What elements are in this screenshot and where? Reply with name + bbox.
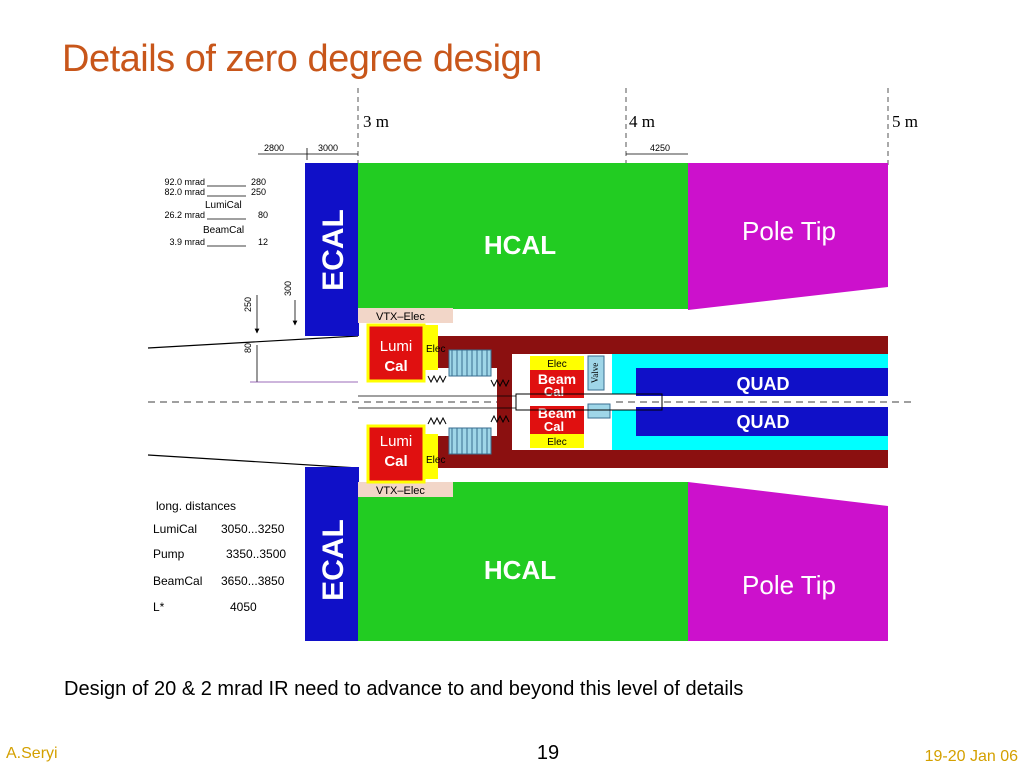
slide-title: Details of zero degree design (62, 38, 542, 80)
angle-val-1: 280 (251, 177, 266, 187)
pump-bottom (448, 427, 492, 455)
ecal-top-label: ECAL (317, 209, 350, 291)
hcal-bottom-label: HCAL (484, 555, 556, 585)
cyan-region-top (612, 354, 888, 394)
bellows (427, 374, 510, 426)
dim-vertical (250, 295, 358, 383)
angle-val-3: 80 (258, 210, 268, 220)
dim-top (258, 148, 688, 160)
beamcal-bottom-label-1: Beam (538, 405, 576, 421)
hcal-top-label: HCAL (484, 230, 556, 260)
long-dist-name-2: Pump (153, 547, 185, 561)
lumical-top (366, 323, 426, 383)
footer-date: 19-20 Jan 06 (924, 748, 1018, 765)
angle-val-2: 250 (251, 187, 266, 197)
beamcal-top-elec-label: Elec (547, 359, 566, 370)
long-dist-name-3: BeamCal (153, 574, 202, 588)
beamcal-top (530, 370, 584, 398)
vtx-elec-top (358, 308, 453, 323)
ecal-bottom (305, 467, 359, 641)
angle-label-beamcal: BeamCal (203, 225, 244, 236)
dim-300: 300 (283, 281, 293, 296)
pump-top (448, 349, 492, 377)
beam-lines (147, 335, 359, 469)
scale-label-5m: 5 m (892, 112, 918, 131)
angle-mrad-1: 92.0 mrad (164, 177, 205, 187)
angle-table (207, 185, 246, 247)
beamcal-top-label-2: Cal (544, 384, 564, 399)
valve-base (587, 403, 611, 419)
footer-page-number: 19 (536, 742, 560, 764)
angle-val-4: 12 (258, 237, 268, 247)
angle-mrad-4: 3.9 mrad (169, 237, 205, 247)
hcal-bottom (358, 482, 689, 641)
long-dist-name-4: L* (153, 600, 165, 614)
beamcal-top-label-1: Beam (538, 371, 576, 387)
beamcal-bottom-elec (530, 434, 584, 448)
angle-mrad-3: 26.2 mrad (164, 210, 205, 220)
pole-tip-top (688, 163, 888, 310)
vtx-elec-bottom-label: VTX–Elec (376, 485, 425, 497)
beamcal-bottom-elec-label: Elec (547, 437, 566, 448)
dim-2800: 2800 (264, 143, 284, 153)
lumical-bottom (366, 424, 426, 484)
long-dist-range-4: 4050 (230, 600, 257, 614)
pole-tip-top-label: Pole Tip (742, 216, 836, 246)
dim-3000: 3000 (318, 143, 338, 153)
pole-tip-bottom (688, 482, 888, 641)
quad-top-label: QUAD (737, 374, 790, 394)
quad-top (636, 368, 888, 396)
beamcal-bottom (530, 406, 584, 434)
ecal-top (305, 163, 359, 336)
dim-4250: 4250 (650, 143, 670, 153)
lumical-top-label-2: Cal (384, 358, 407, 375)
dim-250: 250 (243, 297, 253, 312)
quad-bottom-label: QUAD (737, 412, 790, 432)
lumical-top-elec (424, 325, 438, 370)
angle-mrad-2: 82.0 mrad (164, 187, 205, 197)
long-dist-range-2: 3350..3500 (226, 547, 286, 561)
scale-lines (357, 88, 889, 168)
cyan-region-bottom (612, 410, 888, 450)
long-dist-range-3: 3650...3850 (221, 574, 285, 588)
lumical-top-label-1: Lumi (380, 338, 413, 355)
vtx-elec-top-label: VTX–Elec (376, 311, 425, 323)
hcal-top (358, 163, 689, 309)
lumical-bottom-elec-label: Elec (426, 455, 445, 466)
lumical-bottom-elec (424, 434, 438, 479)
vtx-elec-bottom (358, 482, 453, 497)
scale-label-4m: 4 m (629, 112, 655, 131)
dim-80: 80 (243, 343, 253, 353)
scale-label-3m: 3 m (363, 112, 389, 131)
footer-author: A.Seryi (6, 745, 58, 762)
pole-tip-bottom-label: Pole Tip (742, 570, 836, 600)
beamcal-top-elec (530, 356, 584, 370)
angle-label-lumical: LumiCal (205, 200, 242, 211)
long-dist-range-1: 3050...3250 (221, 522, 285, 536)
long-dist-name-1: LumiCal (153, 522, 197, 536)
lumical-top-elec-label: Elec (426, 344, 445, 355)
long-distances-heading: long. distances (156, 499, 236, 513)
valve-label: Valve (590, 363, 600, 384)
valve (587, 355, 605, 391)
beam-pipe (358, 393, 663, 411)
ecal-bottom-label: ECAL (317, 519, 350, 601)
quad-bottom (636, 407, 888, 436)
lumical-bottom-label-1: Lumi (380, 433, 413, 450)
lumical-bottom-label-2: Cal (384, 453, 407, 470)
beamcal-bottom-label-2: Cal (544, 419, 564, 434)
slide-caption: Design of 20 & 2 mrad IR need to advance… (64, 678, 744, 700)
